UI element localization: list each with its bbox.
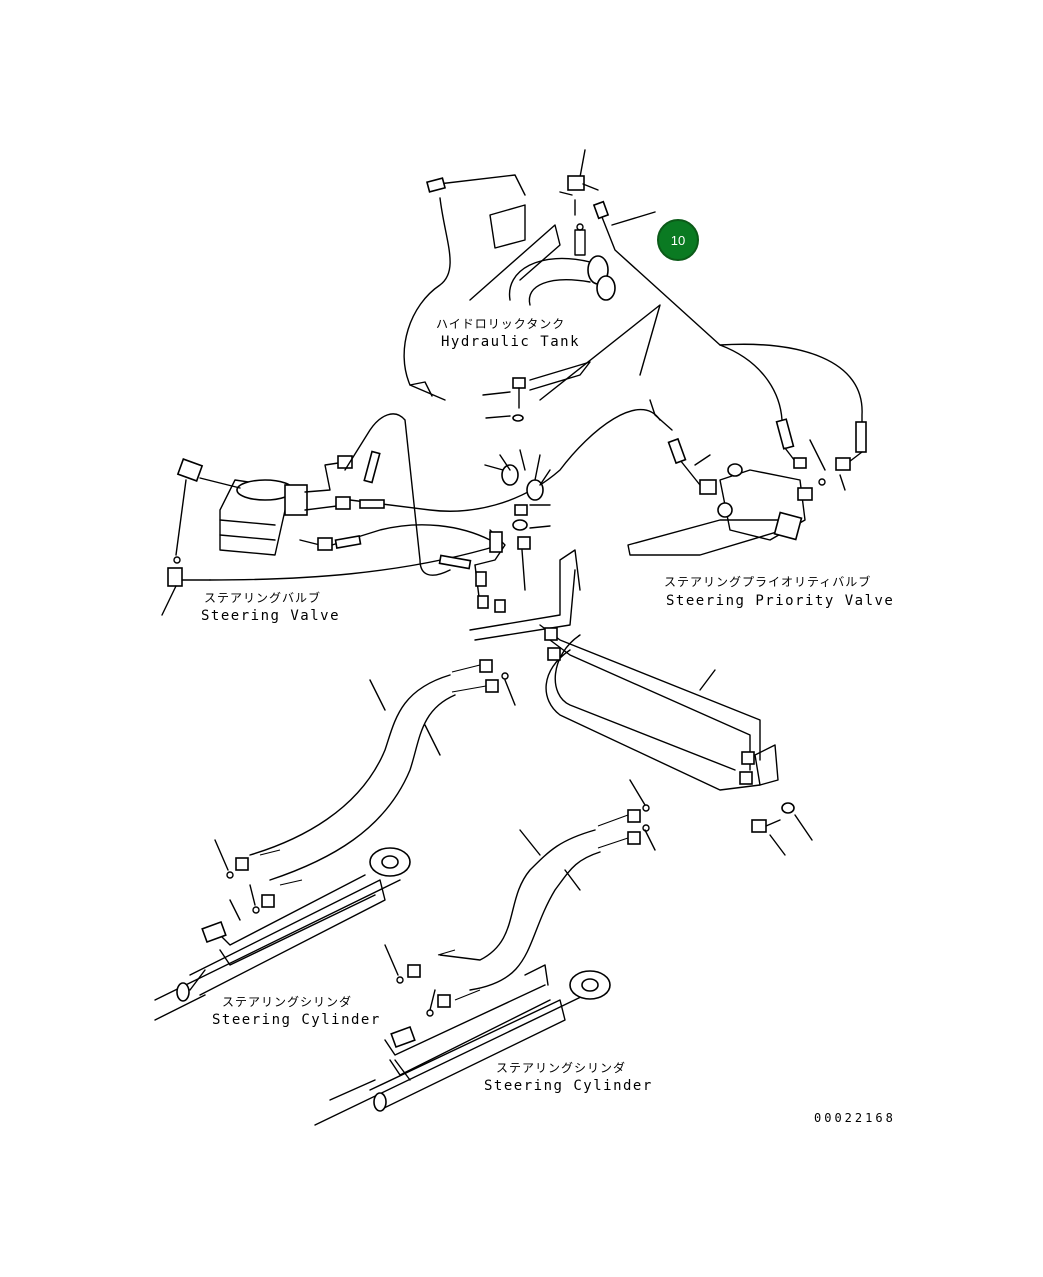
- hydraulic-tank-label: Hydraulic Tank: [441, 334, 581, 350]
- tank-bolts: [482, 377, 526, 422]
- left-steering-cylinder: [154, 847, 411, 1021]
- left-cylinder-hoses: [214, 659, 516, 914]
- hydraulic-tank-label-jp: ハイドロリックタンク: [436, 317, 566, 331]
- middle-clamps: [484, 449, 551, 531]
- part-callout-number: 10: [670, 232, 686, 248]
- steering-valve-label-jp: ステアリングバルブ: [204, 591, 322, 605]
- left-cylinder-label-jp: ステアリングシリンダ: [222, 995, 353, 1009]
- right-cylinder-hoses: [384, 779, 656, 1017]
- top-fittings: [559, 149, 863, 451]
- part-callout-badge[interactable]: 10: [657, 219, 699, 261]
- right-bracket: [739, 744, 813, 856]
- hydraulic-tank: [469, 204, 661, 401]
- right-cylinder-label: Steering Cylinder: [484, 1078, 653, 1094]
- left-cylinder-label: Steering Cylinder: [212, 1012, 381, 1028]
- return-hose: [403, 174, 526, 401]
- right-cylinder-label-jp: ステアリングシリンダ: [496, 1061, 627, 1075]
- steering-tubes: [438, 529, 761, 791]
- steering-valve-label: Steering Valve: [201, 608, 341, 624]
- steering-valve: [161, 408, 661, 616]
- right-steering-cylinder: [314, 964, 611, 1126]
- priority-valve-label: Steering Priority Valve: [666, 593, 895, 609]
- priority-valve-label-jp: ステアリングプライオリティバルブ: [664, 575, 872, 589]
- priority-valve: [627, 344, 867, 556]
- drawing-number: 00022168: [814, 1111, 896, 1125]
